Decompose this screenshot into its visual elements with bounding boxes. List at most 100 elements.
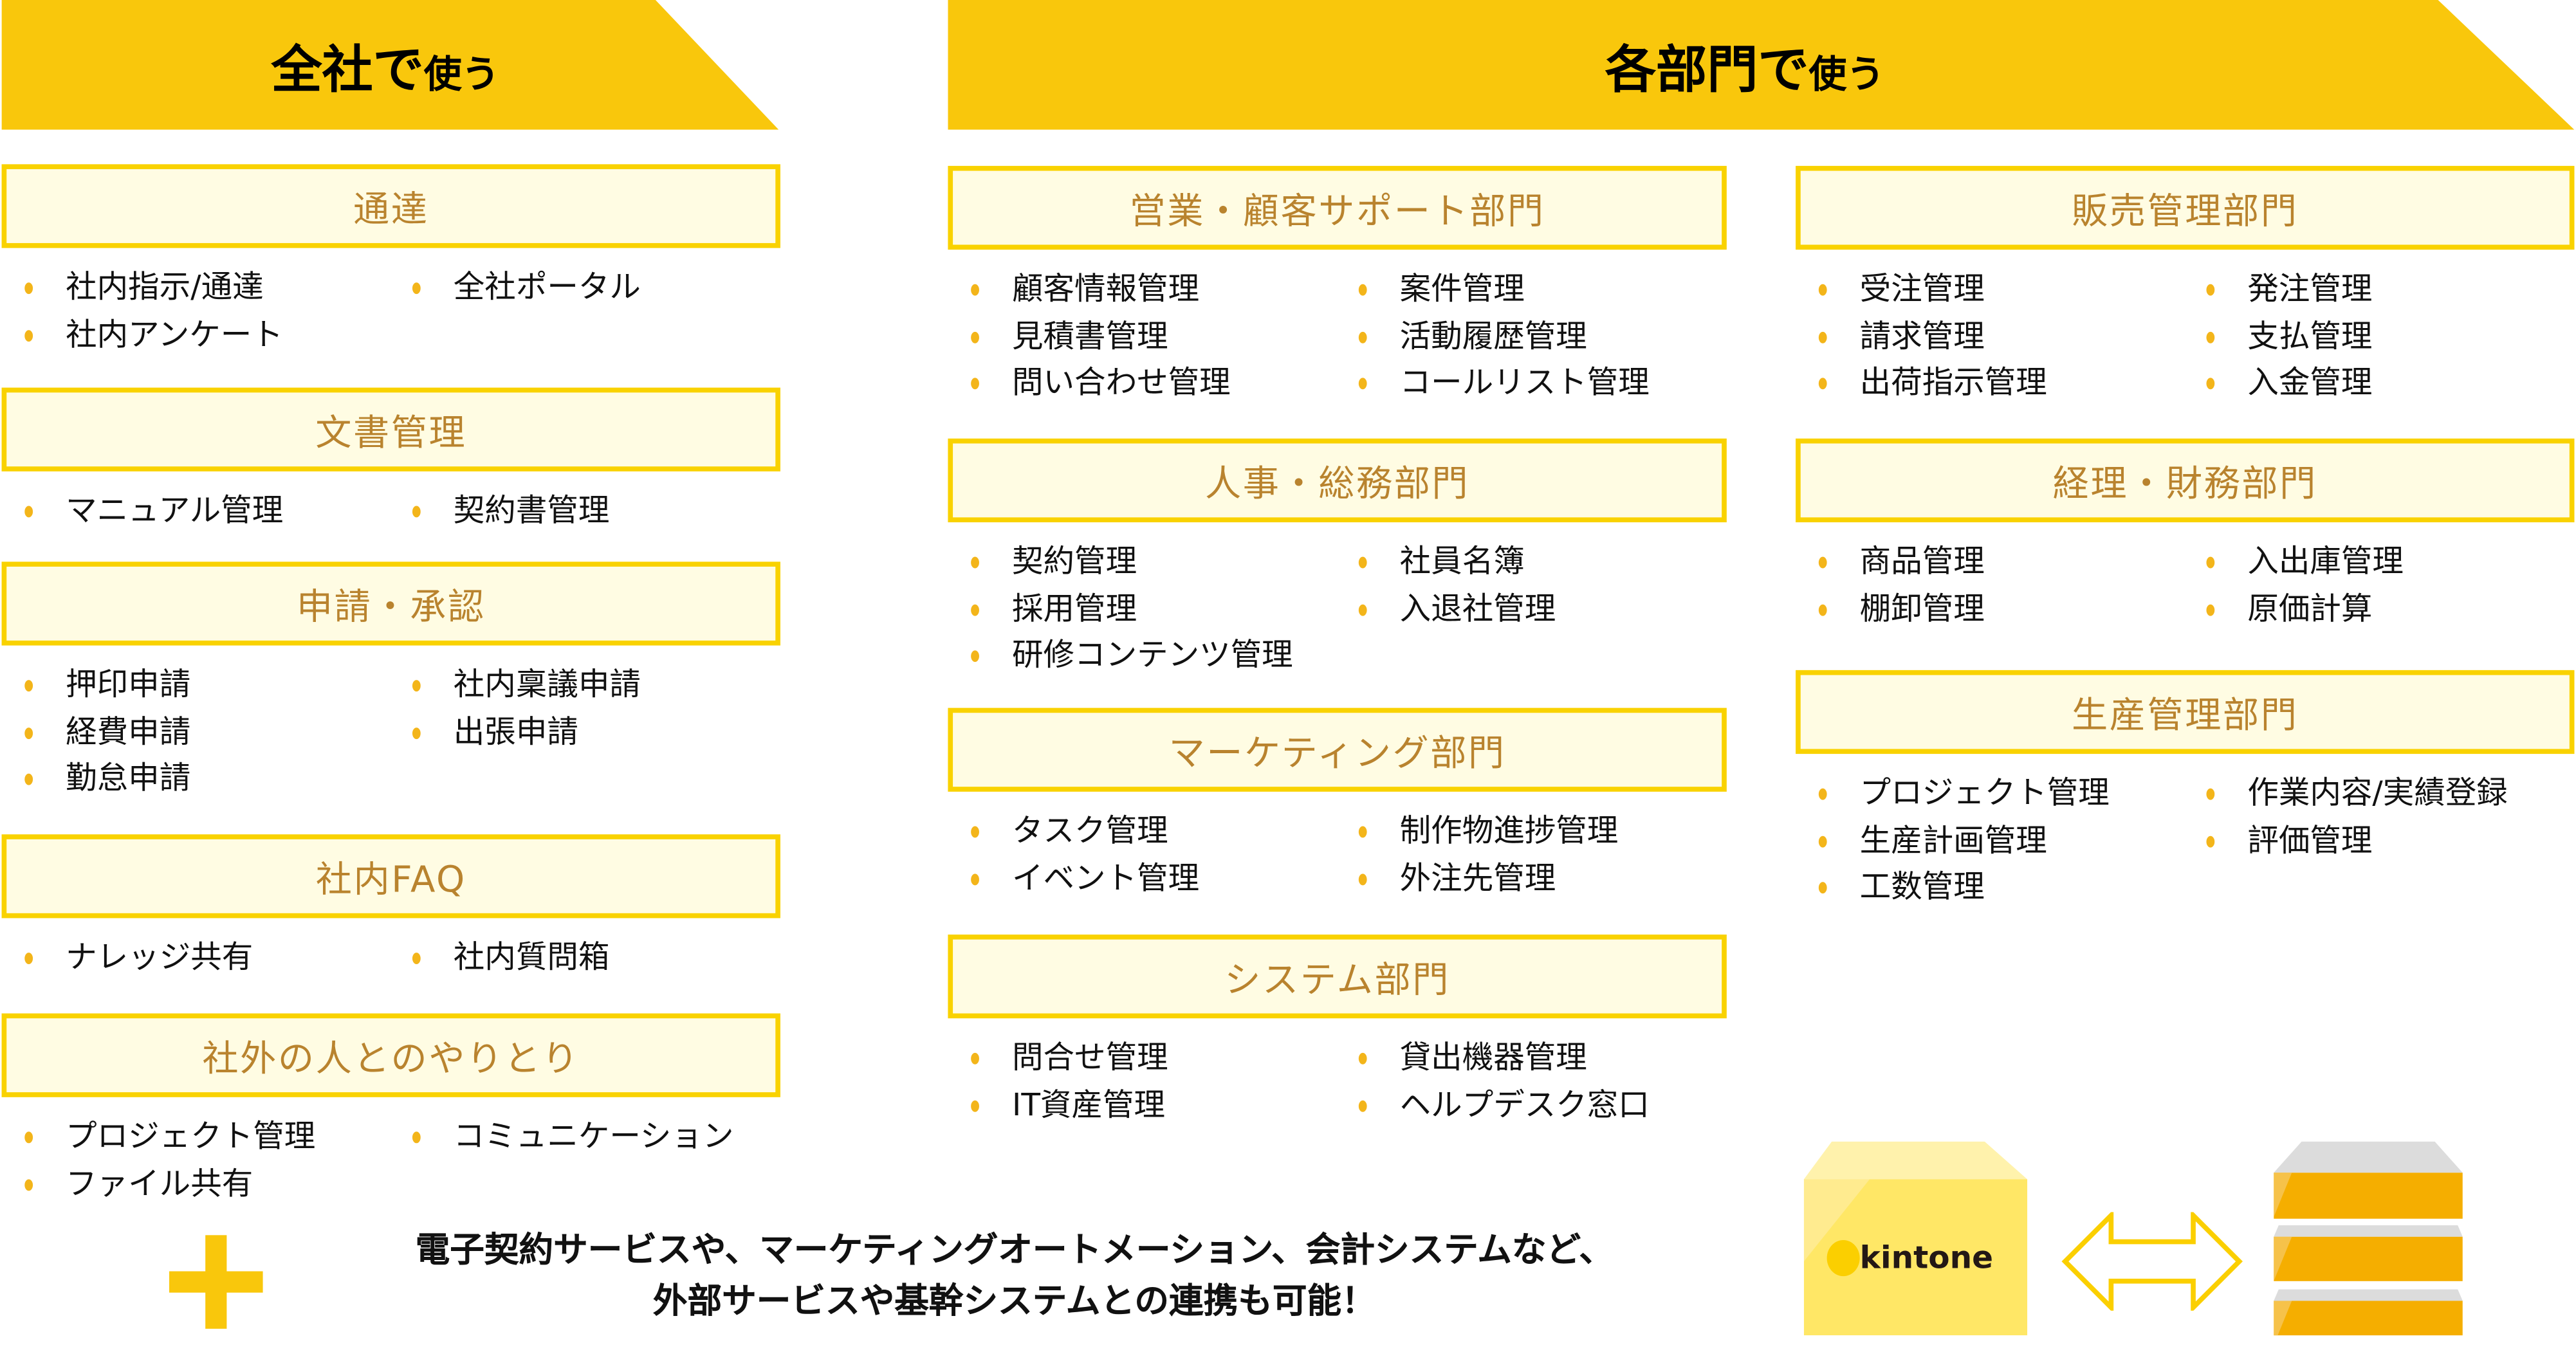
list-item: 経費申請 <box>66 714 191 751</box>
list-item: 出張申請 <box>453 714 578 751</box>
list-item: 問い合わせ管理 <box>1012 365 1231 402</box>
integration-note-line2: 外部サービスや基幹システムとの連携も可能！ <box>652 1281 1376 1321</box>
bullet-icon <box>971 1052 979 1064</box>
bullet-icon <box>412 282 421 295</box>
list-item: 見積書管理 <box>1012 318 1168 354</box>
bullet-icon <box>1358 284 1367 296</box>
db-layer-top <box>2274 1225 2463 1237</box>
bullet-icon <box>24 1131 33 1144</box>
list-item: 制作物進捗管理 <box>1399 813 1619 850</box>
bullet-icon <box>1358 1100 1367 1111</box>
section-header-faq: 社内FAQ <box>1 834 780 918</box>
list-item: 社員名簿 <box>1399 544 1525 580</box>
section-header-keiri: 経理・財務部門 <box>1796 438 2575 523</box>
bullet-icon <box>24 774 33 786</box>
bullet-icon <box>1358 873 1367 885</box>
bullet-icon <box>971 826 979 838</box>
bullet-icon <box>1818 331 1827 343</box>
bullet-icon <box>412 1131 421 1144</box>
list-item: IT資産管理 <box>1012 1086 1166 1123</box>
section-header-jinji: 人事・総務部門 <box>948 438 1727 523</box>
list-item: ヘルプデスク窓口 <box>1399 1086 1650 1123</box>
section-header-system: システム部門 <box>948 934 1727 1019</box>
bullet-icon <box>971 556 979 569</box>
bullet-icon <box>1818 378 1827 390</box>
bullet-icon <box>1358 331 1367 343</box>
bullet-icon <box>971 331 979 343</box>
bullet-icon <box>24 329 33 342</box>
bullet-icon <box>24 953 33 964</box>
bullet-icon <box>412 953 421 964</box>
bullet-icon <box>971 873 979 885</box>
list-item: 原価計算 <box>2247 590 2373 627</box>
bullet-icon <box>971 378 979 390</box>
bullet-icon <box>24 680 33 692</box>
list-item: 社内稟議申請 <box>453 666 641 703</box>
bullet-icon <box>1818 882 1827 895</box>
banner-title: 全社で <box>271 41 424 100</box>
db-layer <box>2274 1173 2463 1219</box>
department-banner: 各部門で使う <box>948 0 2575 130</box>
section-header-tsutatsu: 通達 <box>1 164 780 248</box>
list-item: ナレッジ共有 <box>66 939 253 976</box>
list-item: イベント管理 <box>1012 860 1200 897</box>
bullet-icon <box>2206 603 2215 616</box>
bullet-icon <box>2206 788 2215 800</box>
bullet-icon <box>1358 556 1367 569</box>
bullet-icon <box>412 727 421 739</box>
bullet-icon <box>24 727 33 739</box>
banner-title-suffix: 使う <box>423 54 500 97</box>
list-item: プロジェクト管理 <box>66 1119 316 1155</box>
list-item: 社内アンケート <box>66 316 283 353</box>
bullet-icon <box>1358 378 1367 390</box>
bullet-icon <box>24 506 33 518</box>
plus-icon <box>169 1235 263 1329</box>
bullet-icon <box>1358 1052 1367 1064</box>
bullet-icon <box>24 282 33 295</box>
list-item: 外注先管理 <box>1399 860 1556 897</box>
bullet-icon <box>412 680 421 692</box>
list-item: 工数管理 <box>1859 869 1985 906</box>
list-item: マニュアル管理 <box>66 493 284 529</box>
list-item: 活動履歴管理 <box>1399 318 1587 354</box>
bullet-icon <box>2206 331 2215 343</box>
list-item: コミュニケーション <box>453 1119 734 1155</box>
db-layer-top <box>2274 1141 2463 1173</box>
list-item: プロジェクト管理 <box>1859 775 2110 812</box>
bullet-icon <box>1358 826 1367 838</box>
bullet-icon <box>971 284 979 296</box>
list-item: 問合せ管理 <box>1012 1039 1168 1076</box>
bullet-icon <box>1818 284 1827 296</box>
bullet-icon <box>1818 835 1827 847</box>
db-layer <box>2274 1236 2463 1281</box>
bullet-icon <box>1818 556 1827 569</box>
list-item: 押印申請 <box>66 666 191 703</box>
list-item: 入金管理 <box>2247 365 2373 402</box>
list-item: 契約書管理 <box>453 493 610 529</box>
bullet-icon <box>1818 603 1827 616</box>
list-item: 貸出機器管理 <box>1399 1039 1587 1076</box>
list-item: 入出庫管理 <box>2247 544 2404 580</box>
list-item: 勤怠申請 <box>66 761 191 798</box>
section-header-seisan: 生産管理部門 <box>1796 670 2575 754</box>
list-item: 発注管理 <box>2247 271 2373 307</box>
list-item: 請求管理 <box>1859 318 1985 354</box>
db-layer <box>2274 1301 2463 1346</box>
list-item: 棚卸管理 <box>1859 590 1985 627</box>
bullet-icon <box>2206 378 2215 390</box>
bullet-icon <box>1818 788 1827 800</box>
list-item: 社内質問箱 <box>453 939 610 976</box>
bullet-icon <box>2206 284 2215 296</box>
bidirectional-arrow-icon <box>2060 1209 2244 1313</box>
list-item: 出荷指示管理 <box>1859 365 2047 402</box>
bullet-icon <box>971 603 979 616</box>
db-layer-top <box>2274 1289 2463 1301</box>
section-header-eigyo: 営業・顧客サポート部門 <box>948 165 1727 250</box>
list-item: 支払管理 <box>2247 318 2373 354</box>
list-item: 研修コンテンツ管理 <box>1012 637 1293 674</box>
banner-title-suffix: 使う <box>1808 54 1884 97</box>
section-header-bunsho: 文書管理 <box>1 387 780 471</box>
section-header-hanbai: 販売管理部門 <box>1796 165 2575 250</box>
bullet-icon <box>971 1100 979 1111</box>
